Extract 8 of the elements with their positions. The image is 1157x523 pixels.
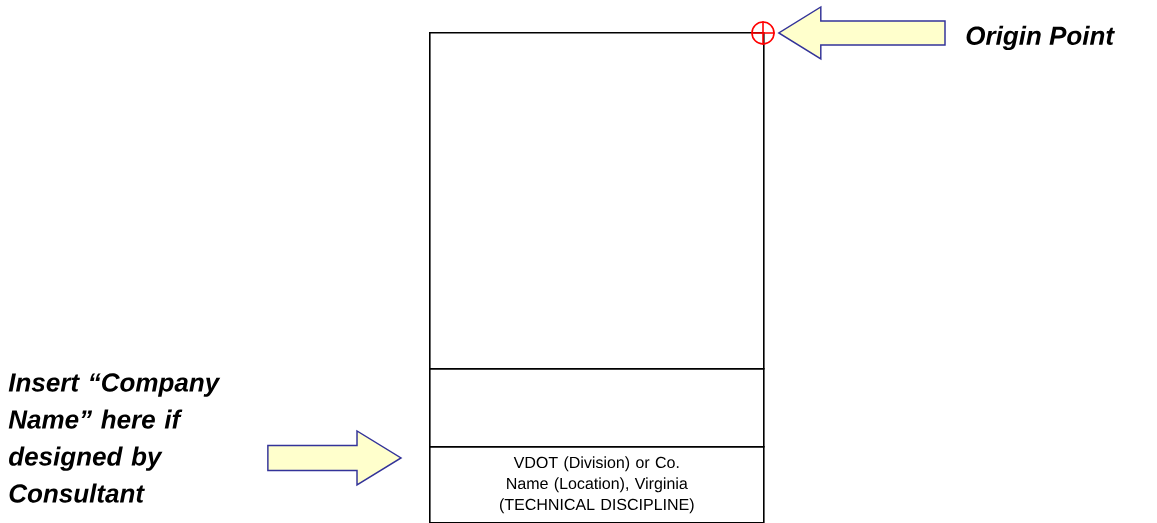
company-name-cell [429, 368, 765, 448]
callout-text: Origin Point [966, 25, 1115, 51]
block-arrow [777, 5, 946, 61]
title-block-cell: VDOT (Division) or Co. Name (Location), Virginia (TECHNICAL DISCIPLINE) [429, 446, 765, 523]
origin-marker [750, 20, 776, 46]
block-arrow [267, 429, 403, 487]
drawing-area-cell [429, 32, 765, 370]
callout-text: Insert “Company Name” here if designed by Consultant [8, 373, 221, 503]
